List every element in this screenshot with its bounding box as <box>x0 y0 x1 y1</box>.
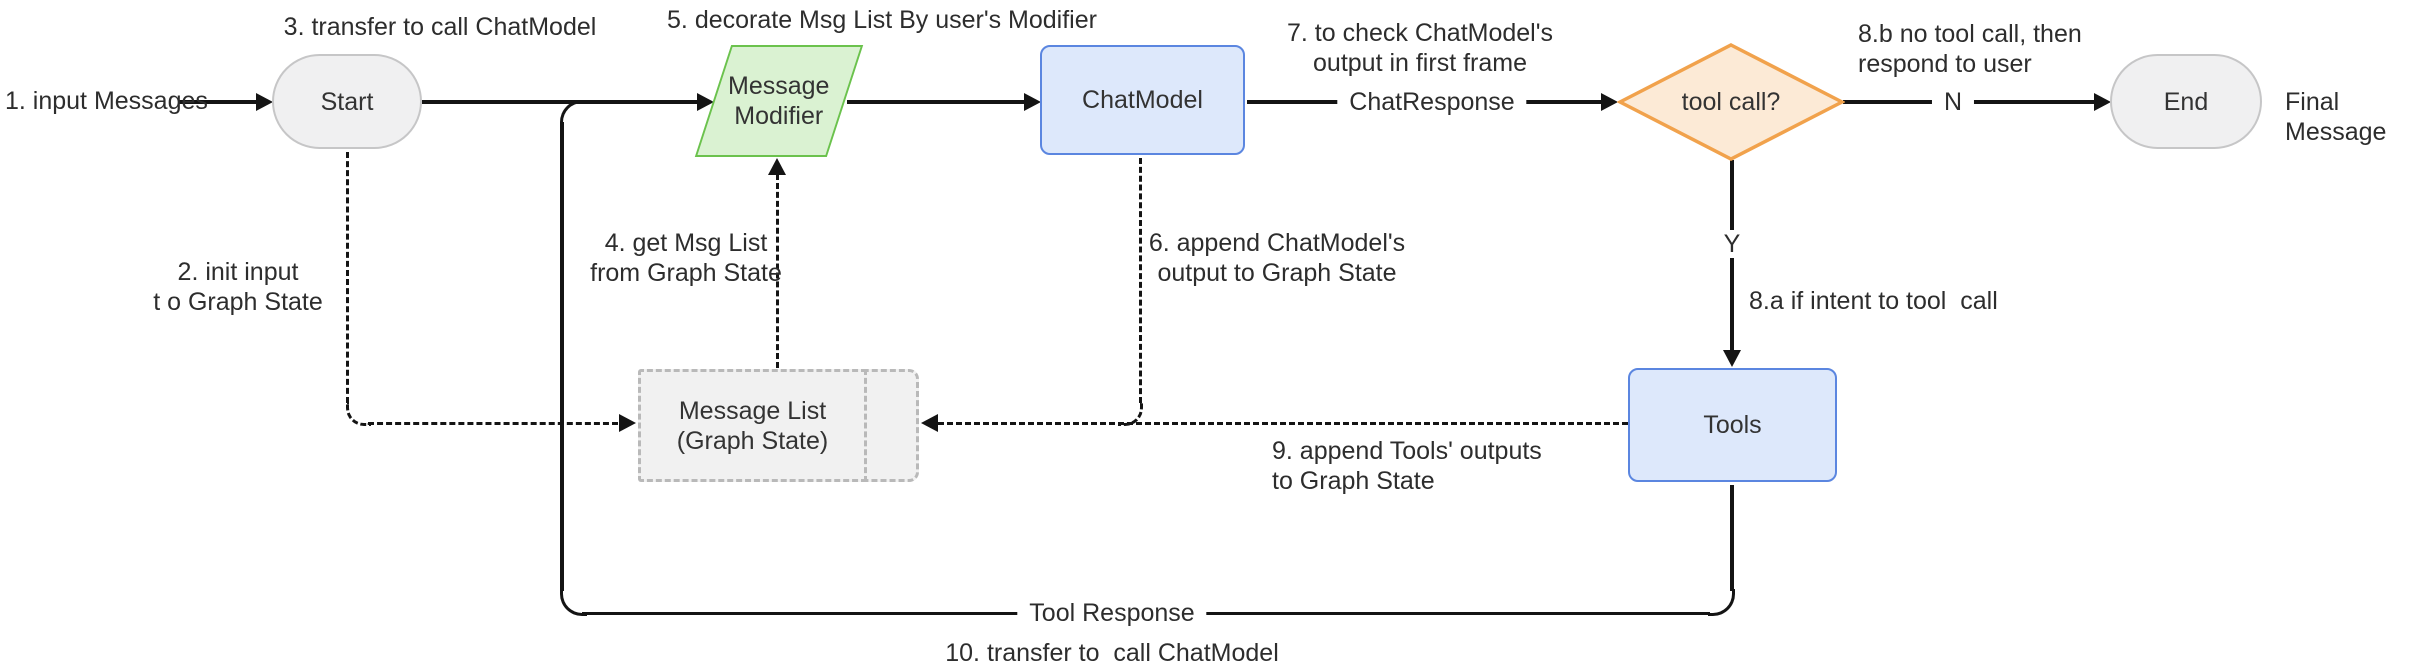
node-start: Start <box>272 54 422 149</box>
label-step5: 5. decorate Msg List By user's Modifier <box>667 6 1097 34</box>
arrowhead-into-tools-icon <box>1723 350 1741 367</box>
arrowhead-into-messagelist-right-icon <box>921 414 938 432</box>
label-step2: 2. init input t o Graph State <box>153 258 323 316</box>
label-step8a: 8.a if intent to tool call <box>1749 287 1998 315</box>
edge-input-to-start <box>178 100 258 104</box>
label-step6: 6. append ChatModel's output to Graph St… <box>1148 229 1406 287</box>
loop-corner-top-left <box>560 100 587 127</box>
label-final-message: Final Message <box>2285 88 2387 146</box>
edge-tools-to-messagelist <box>938 421 1628 425</box>
label-step4: 4. get Msg List from Graph State <box>590 229 782 287</box>
node-message-modifier: Message Modifier <box>694 45 864 157</box>
edge-label-chatresponse: ChatResponse <box>1337 88 1527 116</box>
edge-state-to-modifier <box>775 174 779 368</box>
node-chatmodel: ChatModel <box>1040 45 1245 155</box>
edge-label-no: N <box>1931 88 1975 116</box>
node-end: End <box>2110 54 2262 149</box>
node-message-list-group: Message List (Graph State) <box>638 369 919 484</box>
node-message-list: Message List (Graph State) <box>638 369 867 482</box>
label-step10: 10. transfer to call ChatModel <box>945 639 1279 664</box>
node-tool-call-decision-shape <box>1617 43 1845 161</box>
arrowhead-into-decision-icon <box>1601 93 1618 111</box>
label-step8b: 8.b no tool call, then respond to user <box>1858 20 2082 78</box>
label-step3: 3. transfer to call ChatModel <box>283 13 597 41</box>
edge-tools-loop-left <box>560 122 564 591</box>
label-step7: 7. to check ChatModel's output in first … <box>1286 19 1554 77</box>
edge-start-to-state-vertical <box>345 152 349 403</box>
arrowhead-into-modifier-bottom-icon <box>768 158 786 175</box>
chatmodel-corner-bottom-right <box>1118 401 1143 426</box>
node-tools: Tools <box>1628 368 1837 482</box>
label-step9: 9. append Tools' outputs to Graph State <box>1272 437 1542 495</box>
arrowhead-into-chatmodel-icon <box>1024 93 1041 111</box>
edge-chatmodel-to-state-vertical <box>1138 158 1142 403</box>
edge-start-to-state-horizontal <box>368 421 618 425</box>
arrowhead-into-start-icon <box>256 93 273 111</box>
state-corner-bottom-left <box>345 401 371 426</box>
edge-label-yes: Y <box>1711 230 1753 258</box>
arrowhead-into-messagelist-left-icon <box>619 414 636 432</box>
loop-corner-bottom-left <box>560 589 587 616</box>
arrowhead-into-end-icon <box>2094 93 2111 111</box>
edge-start-to-modifier <box>422 100 698 104</box>
edge-label-tool-response: Tool Response <box>1017 599 1207 627</box>
edge-tools-loop-right <box>1730 485 1734 591</box>
loop-corner-bottom-right <box>1708 589 1735 616</box>
node-tool-call-decision-label: tool call? <box>1681 88 1781 116</box>
arrowhead-into-modifier-icon <box>697 93 714 111</box>
node-message-modifier-label: Message Modifier <box>728 72 830 130</box>
label-step1: 1. input Messages <box>5 87 208 115</box>
edge-modifier-to-chatmodel <box>847 100 1025 104</box>
